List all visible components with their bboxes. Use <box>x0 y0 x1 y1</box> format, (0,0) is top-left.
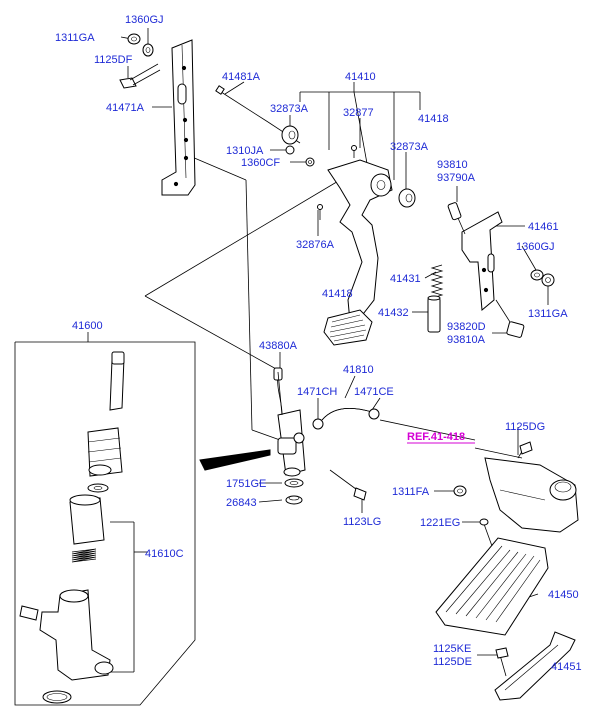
pin-32877 <box>351 145 357 158</box>
label-41461: 41461 <box>528 221 559 233</box>
fluid-reservoir <box>484 457 579 533</box>
label-ref-41-418: REF.41-418 <box>407 431 465 443</box>
master-cylinder-kit-41600 <box>19 351 125 704</box>
nut-1311FA <box>453 485 467 497</box>
label-32877: 32877 <box>343 107 374 119</box>
pushrod-arrow <box>199 449 271 471</box>
part-labels: 1311GA 1360GJ 1125DF 41471A 41481A 41410… <box>55 14 582 673</box>
label-1125DG: 1125DG <box>505 421 545 433</box>
label-1360CF: 1360CF <box>241 157 280 169</box>
label-93790A: 93790A <box>437 172 476 184</box>
label-41450: 41450 <box>548 589 579 601</box>
label-41418-top: 41418 <box>418 113 449 125</box>
label-41600: 41600 <box>72 320 103 332</box>
nut-1311GA <box>127 33 141 45</box>
label-41471A: 41471A <box>106 102 145 114</box>
label-1360GJ-top: 1360GJ <box>125 14 164 26</box>
stopper-41432 <box>427 295 441 333</box>
label-41810: 41810 <box>343 364 374 376</box>
label-32873A-a: 32873A <box>270 103 309 115</box>
nut-1311GA-b <box>541 273 555 287</box>
bolt-1123LG <box>329 469 367 501</box>
label-1221EG: 1221EG <box>420 517 460 529</box>
cap-26843 <box>285 495 303 505</box>
kit-frame-41600 <box>14 341 196 706</box>
label-1125DE: 1125DE <box>433 656 472 668</box>
bolt-1125DG <box>517 441 533 459</box>
label-1125KE: 1125KE <box>433 643 471 655</box>
label-41610C: 41610C <box>145 548 184 560</box>
nut-1360CF <box>305 157 315 167</box>
label-41410: 41410 <box>345 71 376 83</box>
label-1125DF: 1125DF <box>94 54 133 66</box>
bolt-1125KE <box>495 647 509 677</box>
pin-32876A <box>317 204 323 220</box>
label-1310JA: 1310JA <box>226 145 264 157</box>
label-1360GJ-right: 1360GJ <box>516 241 555 253</box>
label-1311FA: 1311FA <box>392 486 430 498</box>
label-32876A: 32876A <box>296 239 335 251</box>
connector-93820D <box>495 299 525 338</box>
nut-1360GJ-b <box>530 269 544 281</box>
spring-41431 <box>430 264 444 299</box>
clutch-switch-93810 <box>447 202 466 235</box>
clutch-pedal-41418 <box>323 159 393 346</box>
bushing-32873A-b <box>398 188 416 208</box>
label-93810A: 93810A <box>447 334 486 346</box>
hose-41810 <box>312 407 380 430</box>
accelerator-pedal-41450 <box>435 537 549 636</box>
label-1751GE: 1751GE <box>226 478 266 490</box>
nut-1310JA <box>285 145 295 155</box>
label-1471CE: 1471CE <box>354 386 394 398</box>
label-1123LG: 1123LG <box>343 516 381 528</box>
bolt-1221EG <box>479 518 493 547</box>
label-41431: 41431 <box>390 273 421 285</box>
label-1311GA-top: 1311GA <box>55 32 95 44</box>
label-43880A: 43880A <box>259 340 298 352</box>
bolt-1125DF <box>119 63 161 89</box>
label-41481A: 41481A <box>222 71 261 83</box>
label-93810: 93810 <box>437 159 468 171</box>
switch-bracket-41461 <box>461 211 503 311</box>
label-41451: 41451 <box>551 661 582 673</box>
label-26843: 26843 <box>226 497 257 509</box>
label-41432: 41432 <box>378 307 409 319</box>
label-32873A-b: 32873A <box>390 141 429 153</box>
nut-1360GJ <box>142 43 154 57</box>
master-cylinder-assembly <box>273 367 306 477</box>
label-41418-mid: 41418 <box>322 288 353 300</box>
pedal-bracket-41471A <box>161 39 196 196</box>
pedal-bracket-41451 <box>494 631 576 701</box>
label-1471CH: 1471CH <box>297 386 337 398</box>
pushrod-43880A <box>277 371 283 416</box>
label-93820D: 93820D <box>447 321 486 333</box>
washer-1751GE <box>284 478 304 488</box>
label-1311GA-right: 1311GA <box>528 308 568 320</box>
bushing-32873A-a <box>281 125 299 145</box>
